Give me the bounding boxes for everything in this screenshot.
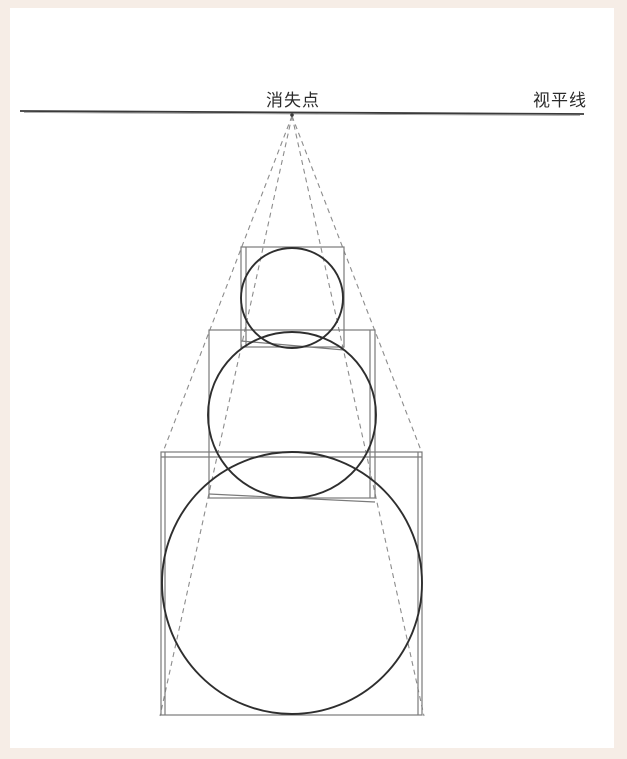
perspective-guides: [159, 115, 425, 717]
vanishing-point-label: 消失点: [266, 91, 320, 111]
box-small-inner-bottom: [240, 340, 345, 351]
horizon-line-shade: [23, 112, 581, 116]
vanishing-point-mark: [290, 113, 294, 117]
horizon-line-label: 视平线: [533, 91, 587, 111]
guide-line-outer-left: [162, 115, 293, 453]
sketch-paper: [10, 8, 614, 748]
horizon-line: [19, 110, 585, 115]
circle-large: [161, 451, 423, 715]
guide-line-inner-right: [291, 115, 425, 717]
circles: [161, 247, 423, 715]
circle-small: [240, 247, 344, 349]
construction-boxes: [160, 246, 423, 716]
guide-line-inner-left: [159, 115, 293, 717]
guide-line-outer-right: [291, 115, 423, 454]
circle-medium: [207, 331, 377, 499]
